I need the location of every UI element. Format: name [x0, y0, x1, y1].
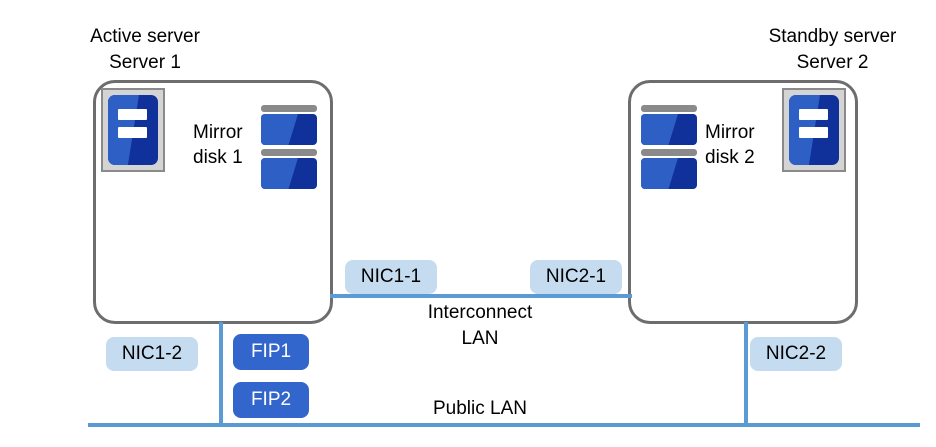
fip-badge-fip2: FIP2 [233, 382, 309, 418]
server-1-public-lan-connector [219, 322, 223, 425]
mirror-disk-1-label: Mirror disk 1 [193, 120, 243, 170]
active-server-name-label: Server 1 [109, 52, 181, 73]
disk-plate [641, 158, 697, 189]
server-icon-bar [118, 126, 147, 138]
nic-badge-nic1-1: NIC1-1 [345, 260, 437, 294]
server-icon-bar [799, 126, 828, 138]
disk-cap [641, 149, 697, 156]
nic-badge-nic1-2: NIC1-2 [106, 337, 198, 371]
interconnect-lan-caption-line2: LAN [461, 328, 499, 349]
fip-badge-fip1: FIP1 [233, 334, 309, 370]
mirror-disk-2-label: Mirror disk 2 [705, 120, 755, 170]
disk-plate [261, 114, 317, 145]
nic-badge-nic2-2: NIC2-2 [750, 337, 842, 371]
public-lan-caption: Public LAN [433, 398, 527, 419]
interconnect-lan-caption-line1: Interconnect [427, 302, 533, 323]
server-2-public-lan-connector [744, 322, 748, 425]
public-lan-line [88, 423, 920, 427]
mirror-disk-icon [641, 105, 697, 189]
mirror-disk-icon [261, 105, 317, 189]
standby-server-title: Standby server Server 2 [745, 24, 920, 76]
disk-cap [261, 105, 317, 112]
server-icon-bar [799, 109, 828, 120]
server-icon-bar [118, 109, 147, 120]
disk-cap [641, 105, 697, 112]
disk-unit [641, 149, 697, 189]
mirror-disk-1-label-line1: Mirror [193, 122, 243, 143]
disk-plate [261, 158, 317, 189]
mirror-disk-2-label-line2: disk 2 [705, 147, 755, 168]
active-server-title: Active server Server 1 [60, 24, 230, 76]
standby-server-name-label: Server 2 [796, 52, 869, 73]
server-icon-body [108, 95, 158, 165]
disk-unit [261, 105, 317, 145]
server-icon [782, 88, 846, 172]
active-server-role-label: Active server [90, 26, 200, 47]
interconnect-lan-line [330, 294, 632, 298]
disk-plate [641, 114, 697, 145]
server-icon [101, 88, 165, 172]
standby-server-role-label: Standby server [768, 26, 897, 47]
disk-unit [641, 105, 697, 145]
mirror-disk-1-label-line2: disk 1 [193, 147, 243, 168]
mirror-disk-2-label-line1: Mirror [705, 122, 755, 143]
disk-cap [261, 149, 317, 156]
disk-unit [261, 149, 317, 189]
server-icon-body [789, 95, 839, 165]
interconnect-lan-caption: Interconnect LAN [380, 300, 580, 352]
nic-badge-nic2-1: NIC2-1 [530, 260, 622, 294]
